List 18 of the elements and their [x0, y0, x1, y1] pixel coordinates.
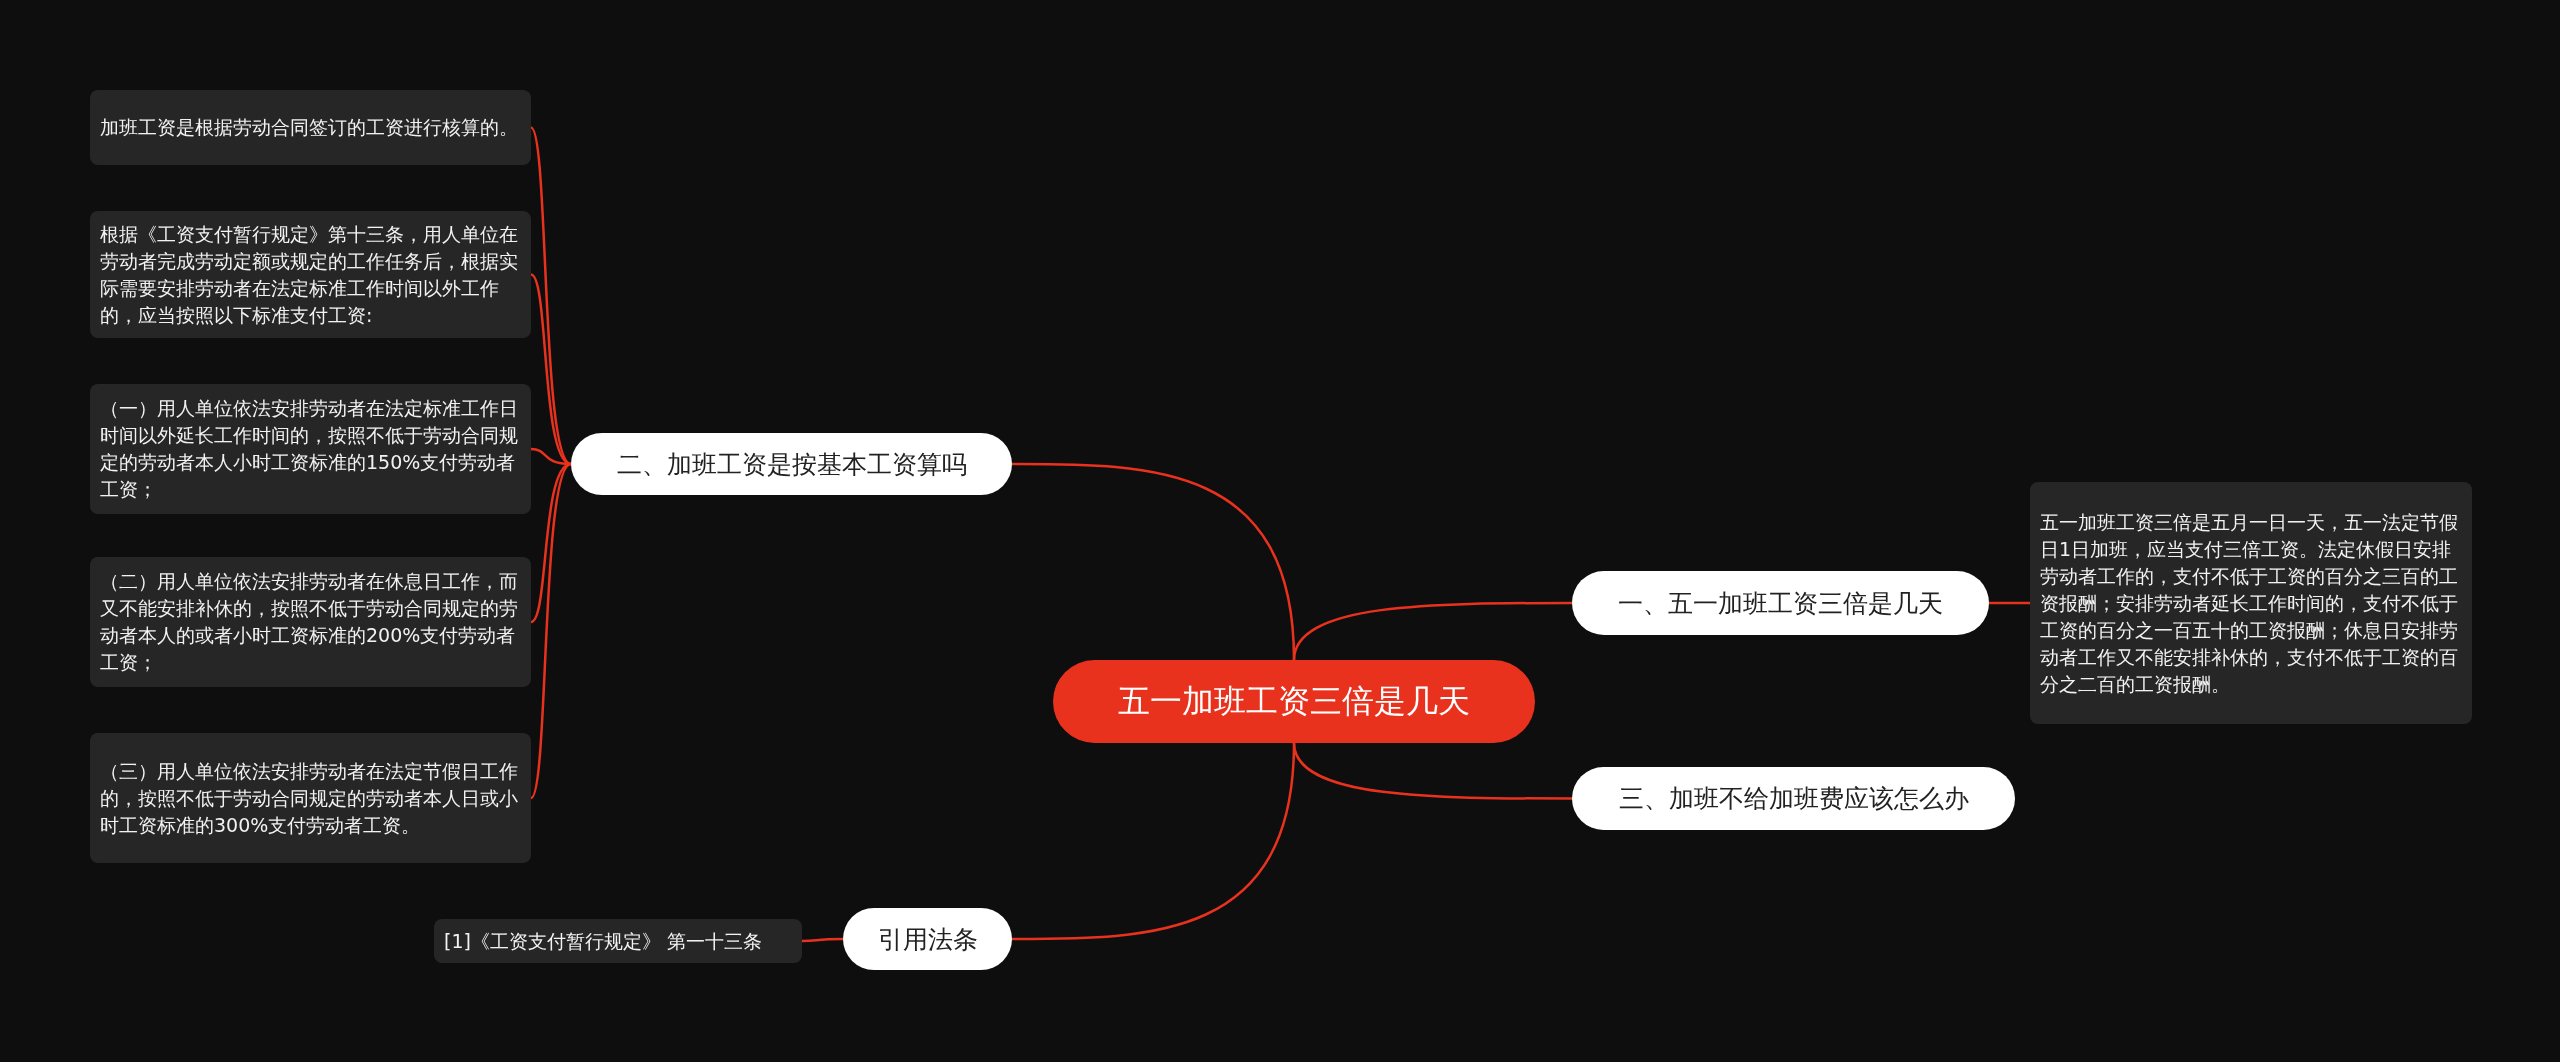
- topic-pill: 三、加班不给加班费应该怎么办: [1572, 767, 2015, 830]
- topic-pill: 一、五一加班工资三倍是几天: [1572, 571, 1989, 635]
- central-topic: 五一加班工资三倍是几天: [1053, 660, 1535, 743]
- note-card: （二）用人单位依法安排劳动者在休息日工作，而又不能安排补休的，按照不低于劳动合同规定的劳动者本人的或者小时工资标准的200%支付劳动者工资；: [90, 557, 531, 687]
- connector-line: [802, 937, 843, 943]
- connector-line: [529, 463, 572, 799]
- topic-pill: 二、加班工资是按基本工资算吗: [571, 433, 1012, 495]
- connector-line: [1989, 601, 2030, 605]
- connector-line: [1012, 742, 1296, 941]
- connector-line: [1292, 601, 1572, 661]
- note-card: （一）用人单位依法安排劳动者在法定标准工作日时间以外延长工作时间的，按照不低于劳动合同规定的劳动者本人小时工资标准的150%支付劳动者工资；: [90, 384, 531, 514]
- note-card: 五一加班工资三倍是五月一日一天，五一法定节假日1日加班，应当支付三倍工资。法定休假日安排劳动者工作的，支付不低于工资的百分之三百的工资报酬；安排劳动者延长工作时间的，支付不低于工资的百分之一百五十的工资报酬；休息日安排劳动者工作又不能安排补休的，支付不低于工资的百分之二百的工资报酬。: [2030, 482, 2472, 724]
- note-card: [1]《工资支付暂行规定》 第一十三条: [434, 919, 802, 963]
- note-card: 根据《工资支付暂行规定》第十三条，用人单位在劳动者完成劳动定额或规定的工作任务后，根据实际需要安排劳动者在法定标准工作时间以外工作的，应当按照以下标准支付工资:: [90, 211, 531, 338]
- note-card: 加班工资是根据劳动合同签订的工资进行核算的。: [90, 90, 531, 165]
- note-card: （三）用人单位依法安排劳动者在法定节假日工作的，按照不低于劳动合同规定的劳动者本人日或小时工资标准的300%支付劳动者工资。: [90, 733, 531, 863]
- topic-pill: 引用法条: [843, 908, 1012, 970]
- connector-line: [530, 273, 572, 466]
